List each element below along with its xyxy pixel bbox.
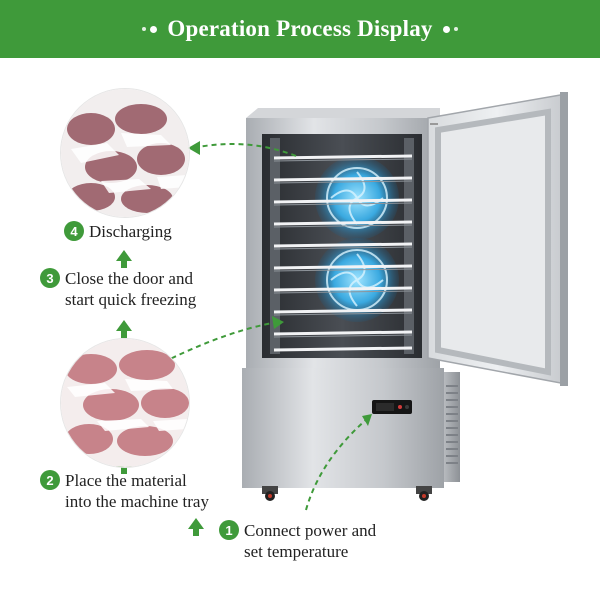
step-1-line2: set temperature — [244, 542, 349, 561]
step-2-line2: into the machine tray — [65, 492, 209, 511]
dashed-curved-arrow-icon — [167, 143, 369, 511]
caster-wheels — [262, 486, 432, 501]
step-2: 2 Place the material into the machine tr… — [40, 470, 209, 512]
dot-icon — [142, 27, 147, 31]
door-inner-panel — [435, 108, 551, 376]
step-3: 3 Close the door and start quick freezin… — [40, 268, 196, 310]
dot-icon — [150, 25, 158, 33]
header-banner: Operation Process Display — [0, 0, 600, 58]
left-decor-dots — [142, 25, 158, 33]
step-3-line2: start quick freezing — [65, 290, 197, 309]
door-edge — [560, 92, 568, 386]
step-3-line1: Close the door and — [65, 269, 193, 288]
cabinet-top — [246, 108, 440, 118]
arrowheads — [188, 141, 372, 426]
dot-icon — [453, 27, 458, 31]
page-title: Operation Process Display — [167, 16, 433, 41]
step-1-line1: Connect power and — [244, 521, 377, 540]
step-number-badge: 3 — [40, 268, 60, 288]
step-number-badge: 1 — [219, 520, 239, 540]
step-2-line1: Place the material — [65, 471, 187, 490]
discharged-food-photo — [60, 88, 190, 218]
step-4-line1: Discharging — [89, 222, 172, 241]
step-number-badge: 4 — [64, 221, 84, 241]
cabinet-lower-body — [242, 368, 444, 488]
step-4: 4 Discharging — [64, 221, 172, 242]
dot-icon — [442, 25, 450, 33]
step-1: 1 Connect power and set temperature — [219, 520, 376, 562]
step-number-badge: 2 — [40, 470, 60, 490]
trays — [273, 154, 413, 352]
right-decor-dots — [442, 25, 458, 33]
raw-material-photo — [60, 338, 190, 468]
side-vent — [446, 385, 458, 464]
